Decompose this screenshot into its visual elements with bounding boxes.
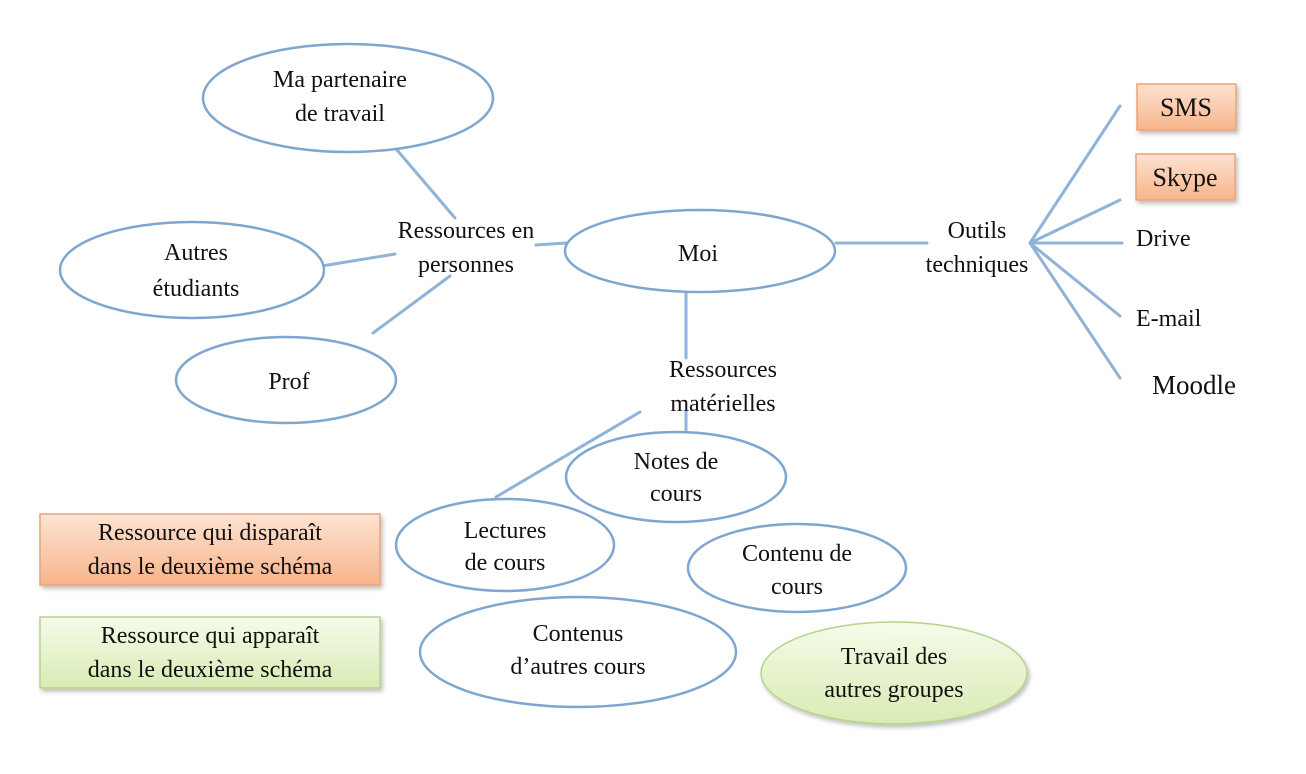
node-other-courses-label-2: d’autres cours <box>510 654 645 680</box>
node-content-label-2: cours <box>771 574 823 600</box>
branch-material-label-1: Ressources <box>669 357 777 383</box>
branch-persons-label: Ressources en personnes <box>398 218 535 278</box>
legend-disappears: Ressource qui disparaît dans le deuxième… <box>39 513 381 586</box>
legend-appears: Ressource qui apparaît dans le deuxième … <box>39 616 381 689</box>
link-material-lectures <box>494 410 642 499</box>
node-other-groups: Travail des autres groupes <box>760 621 1028 725</box>
link-tools-moodle <box>1028 241 1122 380</box>
legend-disappears-label-2: dans le deuxième schéma <box>88 554 333 580</box>
node-other-courses-label-1: Contenus <box>533 621 624 647</box>
node-students-label-2: étudiants <box>153 276 240 302</box>
node-partner-label-1: Ma partenaire <box>273 67 407 93</box>
link-persons-moi <box>534 241 568 247</box>
tool-email: E-mail <box>1136 306 1202 332</box>
tool-drive: Drive <box>1136 226 1191 252</box>
node-lectures-label-2: de cours <box>465 550 546 576</box>
tool-moodle: Moodle <box>1152 370 1236 400</box>
tool-sms: SMS <box>1136 83 1237 131</box>
legend-appears-label-1: Ressource qui apparaît <box>101 623 320 649</box>
tool-skype: Skype <box>1135 153 1236 201</box>
connector-lines <box>320 104 1124 499</box>
node-notes-label-2: cours <box>650 481 702 507</box>
node-prof: Prof <box>174 335 398 425</box>
node-content-label-1: Contenu de <box>742 541 852 567</box>
node-partner-label-2: de travail <box>295 101 385 127</box>
branch-persons-label-2: personnes <box>418 252 514 278</box>
link-tools-skype <box>1028 198 1122 245</box>
node-prof-label: Prof <box>268 369 309 395</box>
node-other-groups-label-2: autres groupes <box>824 677 963 703</box>
branch-material-label-2: matérielles <box>670 391 775 417</box>
link-students-persons <box>320 252 397 268</box>
node-course-content: Contenu de cours <box>686 522 908 614</box>
tool-sms-label: SMS <box>1160 93 1212 122</box>
node-center: Moi <box>563 208 837 294</box>
tool-skype-label: Skype <box>1153 163 1218 192</box>
node-students-label-1: Autres <box>164 240 228 266</box>
node-center-label: Moi <box>678 241 718 267</box>
node-lectures-label-1: Lectures <box>464 518 547 544</box>
link-partner-persons <box>395 148 457 220</box>
link-prof-persons <box>371 274 452 335</box>
node-notes-label-1: Notes de <box>634 449 719 475</box>
node-lectures: Lectures de cours <box>394 497 616 593</box>
node-notes: Notes de cours <box>564 430 788 524</box>
node-partner: Ma partenaire de travail <box>201 42 495 154</box>
legend-appears-label-2: dans le deuxième schéma <box>88 657 333 683</box>
branch-tools-label: Outils techniques <box>926 218 1029 278</box>
node-other-students: Autres étudiants <box>58 220 326 320</box>
node-other-groups-label-1: Travail des <box>841 644 947 670</box>
branch-tools-label-1: Outils <box>948 218 1007 244</box>
link-tools-sms <box>1028 104 1122 245</box>
branch-tools-label-2: techniques <box>926 252 1029 278</box>
branch-material-label: Ressources matérielles <box>669 357 777 417</box>
link-tools-email <box>1028 241 1122 318</box>
node-other-courses: Contenus d’autres cours <box>418 595 738 709</box>
legend-disappears-label-1: Ressource qui disparaît <box>98 520 322 546</box>
branch-persons-label-1: Ressources en <box>398 218 535 244</box>
